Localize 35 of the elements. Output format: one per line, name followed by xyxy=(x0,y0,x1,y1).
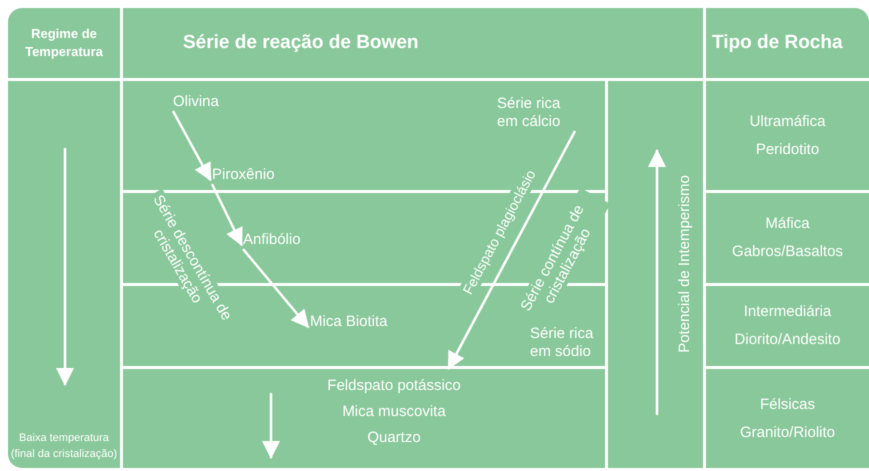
rock-cell xyxy=(706,81,869,190)
rock-cell xyxy=(706,369,869,468)
mineral-label: Piroxênio xyxy=(212,166,275,184)
mineral-label: Mica Biotita xyxy=(310,313,388,331)
header-cell xyxy=(706,8,869,78)
header-text: Regime de Temperatura xyxy=(24,25,104,61)
arrow xyxy=(210,183,243,246)
mineral-label: Mica muscovita xyxy=(342,402,446,422)
mineral-label: Anfibólio xyxy=(243,231,301,249)
column-cell xyxy=(8,81,120,468)
arrow xyxy=(242,248,310,328)
header-text: Tipo de Rocha xyxy=(712,31,843,55)
note-text: Baixa temperatura (final da cristalização) xyxy=(10,431,118,462)
rock-text: Félsicas xyxy=(760,394,815,414)
rock-text: Máfica xyxy=(765,214,810,234)
column-cell xyxy=(608,81,703,468)
rock-text: Peridotito xyxy=(756,140,820,160)
series-label: Série rica em cálcio xyxy=(497,95,575,131)
mineral-label: Feldspato potássico xyxy=(327,376,461,396)
mineral-label: Quartzo xyxy=(367,428,421,448)
arrow xyxy=(172,110,212,182)
rock-cell xyxy=(706,193,869,283)
axis-text: Potencial de Intemperismo xyxy=(675,175,694,353)
rock-text: Diorito/Andesito xyxy=(734,330,840,350)
rock-cell xyxy=(706,286,869,366)
rock-text: Ultramáfica xyxy=(750,112,826,132)
rock-text: Intermediária xyxy=(744,302,832,322)
header-cell xyxy=(8,8,120,78)
header-cell xyxy=(123,8,703,78)
rock-text: Gabros/Basaltos xyxy=(732,242,843,262)
mineral-label: Olivina xyxy=(173,93,219,111)
band-cell xyxy=(123,369,605,468)
header-text: Série de reação de Bowen xyxy=(183,31,418,55)
rock-text: Granito/Riolito xyxy=(740,422,836,442)
arrow xyxy=(447,130,576,370)
